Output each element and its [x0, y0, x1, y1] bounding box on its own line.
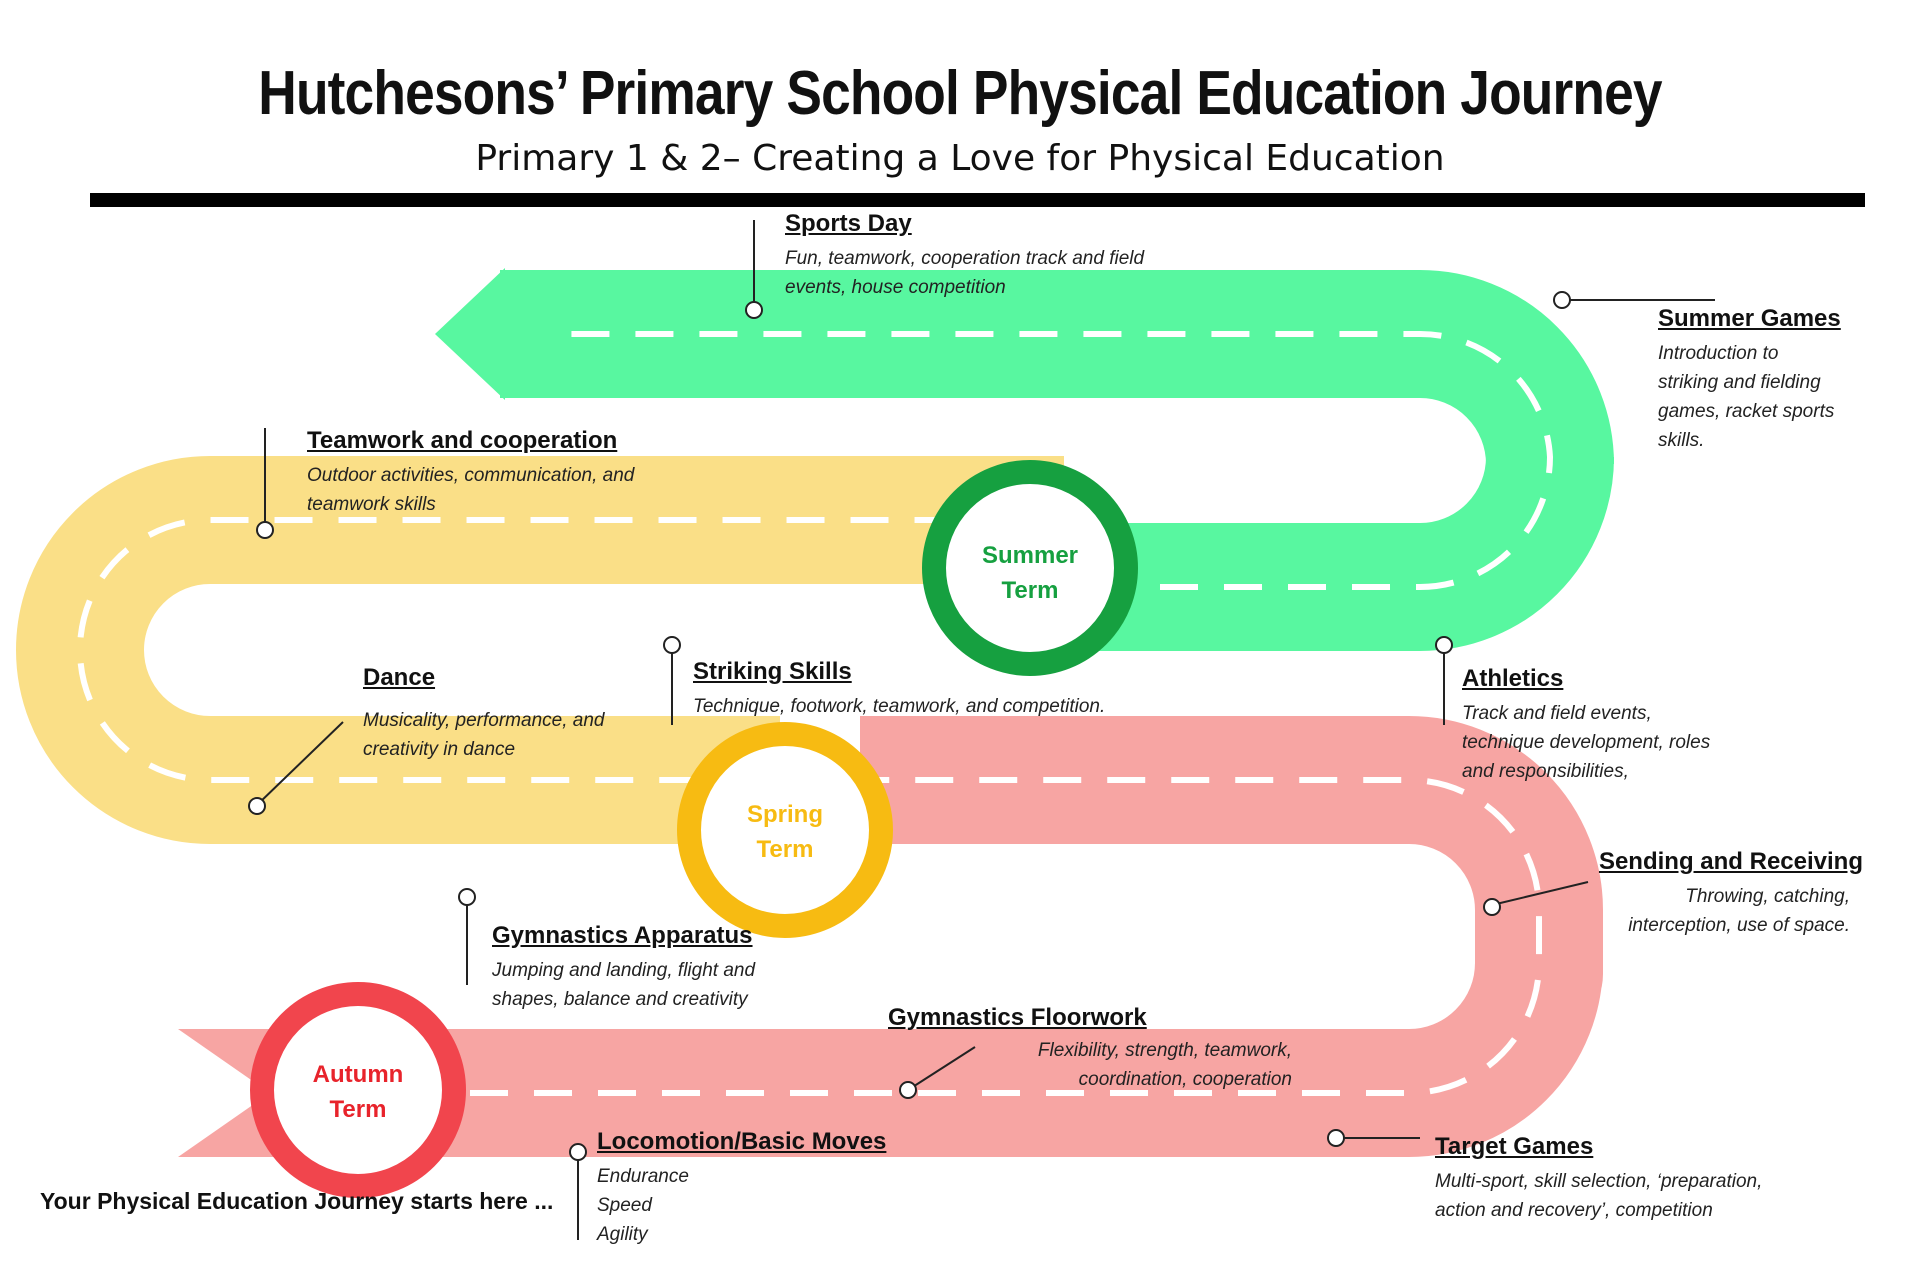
- autumn-term-label-2: Term: [330, 1096, 387, 1123]
- milestone-text: coordination, cooperation: [1078, 1069, 1292, 1090]
- autumn-term-label: Autumn: [313, 1061, 404, 1088]
- page-subtitle: Primary 1 & 2– Creating a Love for Physi…: [475, 138, 1445, 179]
- summer-term-marker: Summer Term: [922, 460, 1138, 676]
- page-title: Hutchesons’ Primary School Physical Educ…: [258, 59, 1662, 128]
- milestone-striking-skills: Striking Skills Technique, footwork, tea…: [693, 658, 1105, 721]
- milestone-text: Speed: [597, 1195, 652, 1216]
- milestone-heading: Striking Skills: [693, 658, 852, 685]
- milestone-text: Throwing, catching,: [1685, 886, 1850, 907]
- journey-start-text: Your Physical Education Journey starts h…: [40, 1188, 554, 1214]
- milestone-pins: [248, 220, 1715, 1240]
- pin-athletics: [1435, 636, 1453, 654]
- milestone-text: skills.: [1658, 430, 1705, 451]
- milestone-sports-day: Sports Day Fun, teamwork, cooperation tr…: [785, 210, 1144, 302]
- milestone-text: Outdoor activities, communication, and: [307, 465, 635, 486]
- milestone-text: Technique, footwork, teamwork, and compe…: [693, 696, 1106, 717]
- summer-term-label-2: Term: [1002, 577, 1059, 604]
- summer-term-label: Summer: [982, 542, 1078, 569]
- milestone-text: Introduction to: [1658, 343, 1779, 364]
- milestone-athletics: Athletics Track and field events, techniq…: [1462, 665, 1710, 786]
- milestone-text: Fun, teamwork, cooperation track and fie…: [785, 248, 1145, 269]
- milestone-text: creativity in dance: [363, 739, 516, 760]
- milestone-text: Multi-sport, skill selection, ‘preparati…: [1435, 1171, 1763, 1192]
- milestone-heading: Locomotion/Basic Moves: [597, 1128, 887, 1155]
- pin-sending: [1483, 898, 1501, 916]
- milestone-text: games, racket sports: [1658, 401, 1835, 422]
- milestone-sending-receiving: Sending and Receiving Throwing, catching…: [1560, 848, 1863, 940]
- milestone-heading: Summer Games: [1658, 305, 1841, 332]
- milestone-gymnastics-floorwork: Gymnastics Floorwork: [888, 1004, 1147, 1038]
- milestone-text: teamwork skills: [307, 494, 436, 515]
- spring-term-marker: Spring Term: [677, 722, 893, 938]
- spring-term-label-2: Term: [757, 836, 814, 863]
- milestone-heading: Athletics: [1462, 665, 1564, 692]
- milestone-text: Musicality, performance, and: [363, 710, 605, 731]
- pin-floorwork: [899, 1081, 917, 1099]
- milestone-dance: Dance Musicality, performance, and creati…: [363, 664, 604, 764]
- milestone-floorwork-details: Flexibility, strength, teamwork, coordina…: [960, 1036, 1292, 1094]
- milestone-heading: Gymnastics Floorwork: [888, 1004, 1147, 1031]
- pin-dance: [248, 797, 266, 815]
- spring-term-label: Spring: [747, 801, 823, 828]
- milestone-heading: Sending and Receiving: [1598, 848, 1863, 875]
- autumn-term-marker: Autumn Term: [250, 982, 466, 1198]
- title-divider: [90, 193, 1865, 207]
- milestone-text: Endurance: [597, 1166, 689, 1187]
- milestone-summer-games: Summer Games Introduction to striking and…: [1658, 305, 1841, 455]
- milestone-text: and responsibilities,: [1462, 761, 1629, 782]
- pin-apparatus: [458, 888, 476, 906]
- milestone-text: Agility: [597, 1224, 648, 1245]
- road-centre-line-summer: [555, 330, 1554, 590]
- pin-striking: [663, 636, 681, 654]
- milestone-text: events, house competition: [785, 277, 1006, 298]
- milestone-target-games: Target Games Multi-sport, skill selectio…: [1435, 1133, 1762, 1225]
- milestone-text: striking and fielding: [1658, 372, 1821, 393]
- milestone-heading: Teamwork and cooperation: [307, 427, 618, 454]
- summer-road-arrowhead: [435, 268, 505, 400]
- milestone-text: Track and field events,: [1462, 703, 1652, 724]
- milestone-text: Jumping and landing, flight and: [492, 960, 756, 981]
- milestone-text: action and recovery’, competition: [1435, 1200, 1713, 1221]
- pin-sports-day: [745, 301, 763, 319]
- milestone-gymnastics-apparatus: Gymnastics Apparatus Jumping and landing…: [492, 922, 755, 1014]
- milestone-teamwork: Teamwork and cooperation Outdoor activit…: [307, 427, 634, 519]
- pin-summer-games: [1553, 291, 1571, 309]
- pin-teamwork: [256, 521, 274, 539]
- pin-locomotion: [569, 1143, 587, 1161]
- autumn-road: [350, 716, 1603, 1157]
- milestone-text: shapes, balance and creativity: [492, 989, 748, 1010]
- milestone-heading: Gymnastics Apparatus: [492, 922, 753, 949]
- milestone-text: interception, use of space.: [1628, 915, 1850, 936]
- milestone-text: technique development, roles: [1462, 732, 1711, 753]
- milestone-heading: Sports Day: [785, 210, 912, 237]
- pin-target-games: [1327, 1129, 1345, 1147]
- milestone-text: Flexibility, strength, teamwork,: [1037, 1040, 1292, 1061]
- milestone-heading: Dance: [363, 664, 436, 691]
- milestone-heading: Target Games: [1435, 1133, 1594, 1160]
